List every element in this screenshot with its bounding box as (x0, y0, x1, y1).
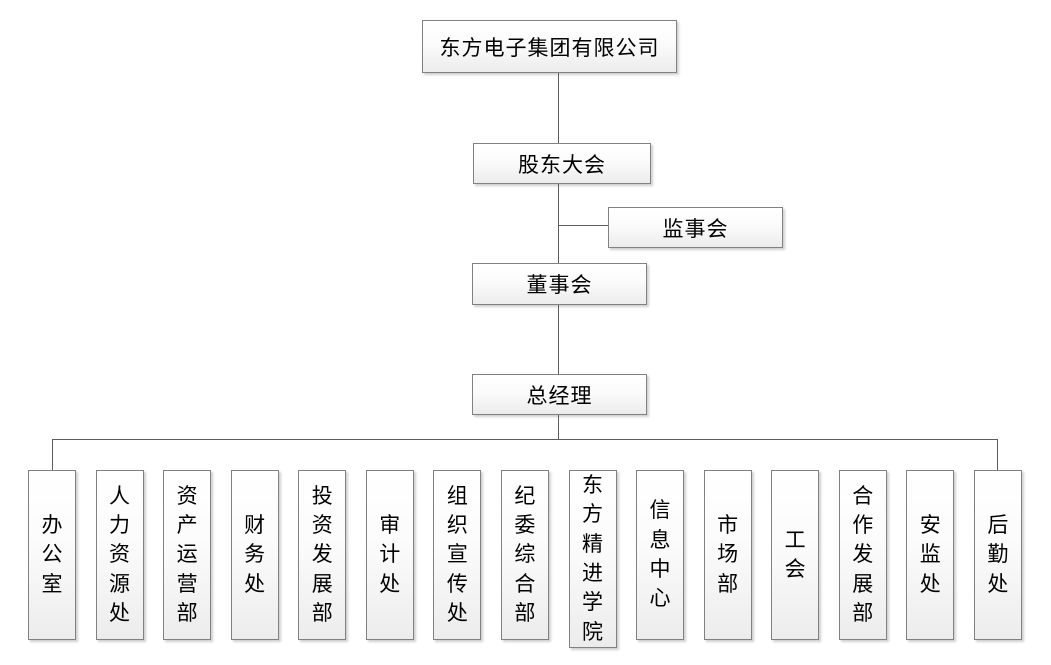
org-node-department: 办公室 (28, 470, 76, 640)
department-label: 信息中心 (649, 498, 671, 611)
department-label: 组织宣传处 (446, 483, 468, 626)
department-label: 后勤处 (987, 512, 1009, 596)
department-label: 工会 (784, 527, 806, 581)
department-label: 办公室 (41, 512, 63, 596)
department-row: 办公室 人力资源处 资产运营部 财务处 投资发展部 审计处 组织宣传处 纪委综合部 东方精进学院… (28, 470, 1022, 654)
org-node-department: 信息中心 (636, 470, 685, 640)
org-node-department: 组织宣传处 (433, 470, 482, 640)
department-label: 纪委综合部 (514, 483, 536, 626)
org-node-department: 安监处 (906, 470, 955, 640)
department-label: 市场部 (717, 512, 739, 596)
org-node-department: 东方精进学院 (568, 470, 617, 648)
org-node-department: 审计处 (365, 470, 414, 640)
org-node-department: 市场部 (703, 470, 752, 640)
connector-shareholders-board (558, 184, 559, 263)
department-label: 审计处 (379, 512, 401, 596)
connector-department-bus (52, 439, 998, 440)
org-node-department: 财务处 (230, 470, 279, 640)
connector-branch-supervisory (558, 225, 609, 226)
connector-company-shareholders (558, 73, 559, 143)
connector-bus-right-stub (997, 439, 998, 470)
department-label: 安监处 (919, 512, 941, 596)
org-node-department: 资产运营部 (163, 470, 212, 640)
org-node-department: 合作发展部 (838, 470, 887, 640)
org-node-company: 东方电子集团有限公司 (422, 20, 677, 73)
org-node-board-of-directors: 董事会 (472, 263, 647, 305)
department-label: 投资发展部 (311, 483, 333, 626)
connector-board-gm (558, 305, 559, 374)
department-label: 资产运营部 (176, 483, 198, 626)
department-label: 财务处 (244, 512, 266, 596)
org-node-department: 投资发展部 (298, 470, 347, 640)
department-label: 东方精进学院 (581, 472, 603, 644)
org-node-department: 纪委综合部 (500, 470, 549, 640)
org-node-shareholders-meeting: 股东大会 (473, 143, 651, 184)
org-node-general-manager: 总经理 (472, 374, 647, 415)
connector-gm-bus (558, 415, 559, 439)
department-label: 合作发展部 (852, 483, 874, 626)
org-node-department: 后勤处 (973, 470, 1022, 640)
org-node-department: 工会 (771, 470, 820, 640)
department-label: 人力资源处 (109, 483, 131, 626)
org-node-department: 人力资源处 (95, 470, 144, 640)
connector-bus-left-stub (52, 439, 53, 470)
org-node-supervisory-board: 监事会 (608, 207, 783, 248)
